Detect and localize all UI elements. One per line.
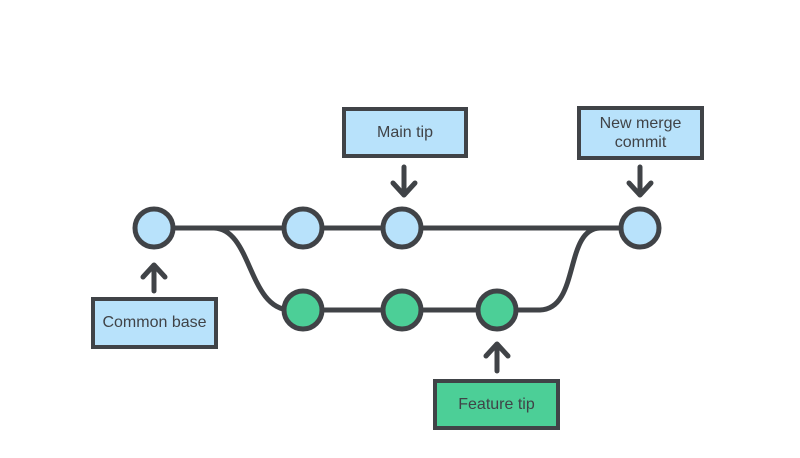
- label-main-tip: Main tip: [342, 107, 468, 158]
- label-new-merge-commit-text: New merge commit: [599, 114, 682, 151]
- commit-node-new-merge: [618, 206, 662, 250]
- arrow-down-new-merge-commit: [626, 164, 654, 198]
- label-feature-tip: Feature tip: [433, 379, 560, 430]
- label-new-merge-commit: New merge commit: [577, 106, 704, 160]
- commit-node-common-base: [132, 206, 176, 250]
- commit-node-feature-tip: [475, 288, 519, 332]
- arrow-up-common-base: [140, 262, 168, 294]
- label-common-base-text: Common base: [102, 314, 207, 332]
- commit-node-main-tip: [380, 206, 424, 250]
- label-common-base: Common base: [91, 297, 218, 349]
- commit-node-feature-1: [281, 288, 325, 332]
- arrow-down-main-tip: [390, 164, 418, 198]
- label-feature-tip-text: Feature tip: [458, 395, 535, 413]
- arrow-up-feature-tip: [483, 341, 511, 374]
- commit-node-main-2: [281, 206, 325, 250]
- label-main-tip-text: Main tip: [376, 123, 434, 141]
- commit-node-feature-2: [380, 288, 424, 332]
